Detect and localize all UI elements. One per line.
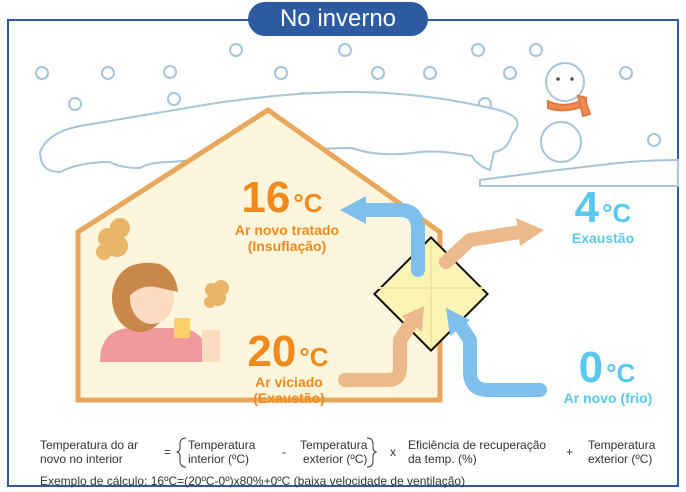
formula-minus: - xyxy=(282,445,286,459)
fresh-temp: 0 xyxy=(578,343,604,392)
treated-temp: 16 xyxy=(241,173,291,222)
person-illustration xyxy=(100,262,220,362)
snow-ground xyxy=(479,158,679,187)
stale-desc: Ar viciado (Exaustão) xyxy=(240,374,338,406)
formula-outer-line1: Temperatura xyxy=(300,438,368,452)
treated-line2: (Insuflação) xyxy=(247,238,327,254)
formula-inner: Temperatura interior (ºC) xyxy=(188,438,255,466)
formula-outer: Temperatura exterior (ºC) xyxy=(300,438,367,466)
arrow-supply xyxy=(353,203,425,277)
exhaust-out-desc: Exaustão xyxy=(571,230,635,246)
snowman xyxy=(540,62,592,163)
arrowhead-exhaust xyxy=(516,218,544,246)
formula-outer-line2: exterior (ºC) xyxy=(302,452,368,466)
fresh-air-label: 0°C xyxy=(572,346,642,395)
arrow-exhaust xyxy=(439,225,527,269)
arrowhead-stale xyxy=(402,306,424,332)
stale-line2: (Exaustão) xyxy=(253,390,325,406)
treated-air-label: 16°C xyxy=(232,176,332,225)
formula-inner-line1: Temperatura xyxy=(188,438,256,452)
exhaust-out-label: 4°C xyxy=(568,186,638,235)
stale-air-label: 20°C xyxy=(238,330,338,379)
stale-line1: Ar viciado xyxy=(255,374,323,390)
formula-result-line2: novo no interior xyxy=(40,452,123,466)
title-badge: No inverno xyxy=(248,2,428,36)
formula-right-bracket xyxy=(366,437,378,468)
arrow-fresh-in xyxy=(451,315,547,397)
arrow-stale xyxy=(338,315,419,387)
formula-eff: Eficiência de recuperação da temp. (%) xyxy=(408,438,546,466)
stale-temp: 20 xyxy=(247,327,297,376)
formula-left-bracket xyxy=(175,437,187,468)
exhaust-out-temp: 4 xyxy=(574,183,600,232)
formula-plus: + xyxy=(566,445,574,459)
fresh-unit: °C xyxy=(606,358,636,388)
stale-unit: °C xyxy=(299,342,329,372)
formula-example: Exemplo de cálculo: 16ºC=(20ºC-0º)x80%+0… xyxy=(40,474,466,488)
formula-ext-line1: Temperatura xyxy=(588,438,656,452)
fresh-desc: Ar novo (frio) xyxy=(563,390,653,406)
formula-eff-line1: Eficiência de recuperação xyxy=(408,438,547,452)
treated-unit: °C xyxy=(293,188,323,218)
formula-result: Temperatura do ar novo no interior xyxy=(40,438,138,466)
exhaust-out-unit: °C xyxy=(602,198,632,228)
treated-desc: Ar novo tratado (Insuflação) xyxy=(230,222,344,254)
arrowhead-supply xyxy=(340,196,366,224)
formula-equals: = xyxy=(164,445,172,459)
treated-line1: Ar novo tratado xyxy=(234,222,340,238)
steam-puff-large xyxy=(96,218,130,260)
formula-ext-line2: exterior (ºC) xyxy=(588,452,653,466)
formula-result-line1: Temperatura do ar xyxy=(40,438,139,452)
formula-ext: Temperatura exterior (ºC) xyxy=(588,438,655,466)
formula-eff-line2: da temp. (%) xyxy=(408,452,477,466)
formula-inner-line2: interior (ºC) xyxy=(188,452,250,466)
steam-puff-small xyxy=(204,280,229,308)
arrowhead-fresh-in xyxy=(446,308,470,336)
formula-times: x xyxy=(390,445,396,459)
